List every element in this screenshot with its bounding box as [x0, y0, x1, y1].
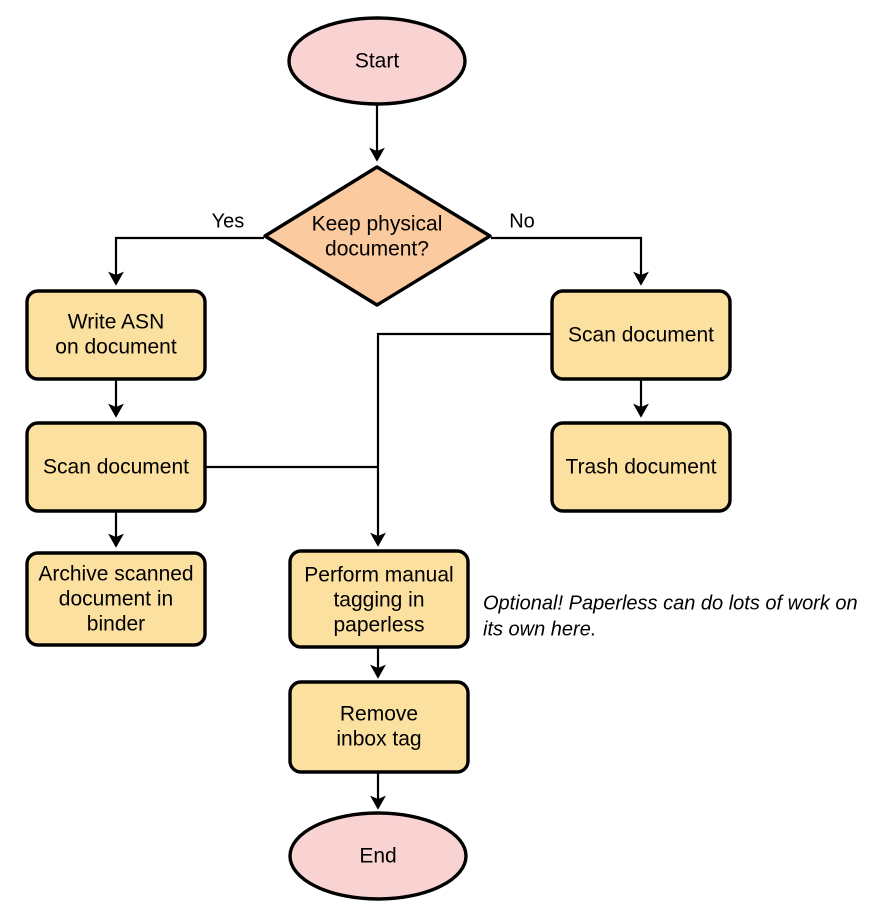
node-decision-keep-physical-document[interactable]: Keep physical document?	[263, 165, 492, 307]
scan-left-box	[25, 421, 207, 513]
annotation-line1: Optional! Paperless can do lots of work …	[483, 592, 858, 614]
annotation-line2: its own here.	[483, 618, 596, 640]
tagging-label-line2: tagging in	[333, 589, 424, 612]
node-write-asn[interactable]: Write ASN on document	[25, 289, 207, 381]
start-ellipse	[287, 16, 467, 106]
write-asn-label-line1: Write ASN	[68, 311, 164, 334]
write-asn-box	[25, 289, 207, 381]
start-label: Start	[355, 50, 400, 73]
archive-box	[25, 551, 207, 647]
tagging-label-line1: Perform manual	[304, 564, 453, 587]
node-start[interactable]: Start	[287, 16, 467, 106]
tagging-label-line3: paperless	[333, 614, 424, 637]
node-end[interactable]: End	[288, 811, 468, 901]
end-label: End	[359, 845, 396, 868]
node-perform-manual-tagging[interactable]: Perform manual tagging in paperless	[288, 549, 470, 649]
edge-label-yes: Yes	[212, 210, 245, 232]
node-scan-document-left[interactable]: Scan document	[25, 421, 207, 513]
decision-label-line2: document?	[325, 238, 429, 261]
edge-label-no: No	[509, 210, 535, 232]
scan-right-box	[550, 289, 732, 381]
archive-label-line3: binder	[87, 613, 145, 636]
remove-inbox-box	[288, 680, 470, 774]
node-scan-document-right[interactable]: Scan document	[550, 289, 732, 381]
remove-inbox-label-line1: Remove	[340, 703, 418, 726]
edge-scan-right-to-tagging	[370, 332, 552, 547]
decision-diamond	[263, 165, 492, 307]
node-archive-scanned-document[interactable]: Archive scanned document in binder	[25, 551, 207, 647]
scan-right-label: Scan document	[568, 324, 714, 347]
write-asn-label-line2: on document	[55, 336, 177, 359]
end-ellipse	[288, 811, 468, 901]
trash-label: Trash document	[566, 456, 717, 479]
decision-label-line1: Keep physical	[312, 213, 443, 236]
node-trash-document[interactable]: Trash document	[550, 421, 732, 513]
archive-label-line1: Archive scanned	[38, 563, 193, 586]
remove-inbox-label-line2: inbox tag	[336, 728, 421, 751]
archive-label-line2: document in	[59, 588, 173, 611]
scan-left-label: Scan document	[43, 456, 189, 479]
edge-decision-to-scan-right	[491, 236, 649, 286]
edge-decision-to-write-asn	[108, 236, 264, 286]
trash-box	[550, 421, 732, 513]
tagging-box	[288, 549, 470, 649]
node-remove-inbox-tag[interactable]: Remove inbox tag	[288, 680, 470, 774]
